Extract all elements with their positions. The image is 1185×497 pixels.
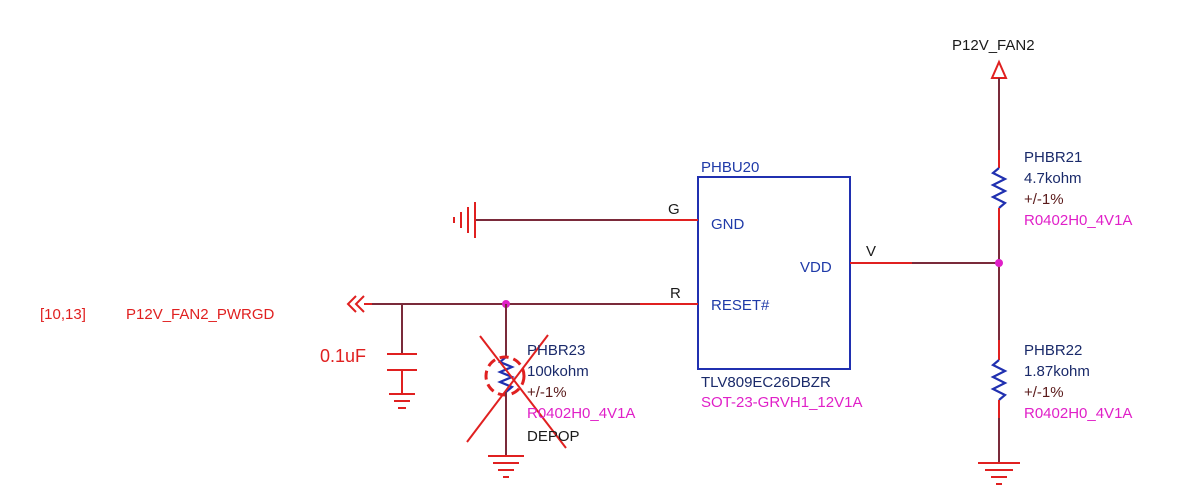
offpage-arrow-icon: [346, 295, 357, 313]
phbr23-status: DEPOP: [527, 428, 580, 445]
power-flag: P12V_FAN2: [952, 37, 1035, 150]
phbr22-footprint: R0402H0_4V1A: [1024, 405, 1132, 422]
phbr21-tolerance: +/-1%: [1024, 191, 1064, 208]
vdd-net-name: V: [866, 243, 876, 260]
ground-icon: [978, 462, 1020, 485]
resistor-phbr21: PHBR21 4.7kohm +/-1% R0402H0_4V1A: [990, 149, 1132, 230]
offpage-connector: [10,13] P12V_FAN2_PWRGD: [40, 295, 372, 323]
junction-dot: [995, 259, 1003, 267]
power-arrow-icon: [990, 59, 1008, 79]
ic-part-number: TLV809EC26DBZR: [701, 374, 831, 391]
reset-net-name: R: [670, 285, 681, 302]
phbr21-footprint: R0402H0_4V1A: [1024, 212, 1132, 229]
phbr23-tolerance: +/-1%: [527, 384, 567, 401]
capacitor-value: 0.1uF: [320, 346, 366, 366]
phbr22-tolerance: +/-1%: [1024, 384, 1064, 401]
gnd-net-name: G: [668, 201, 680, 218]
resistor-phbr23: PHBR23 100kohm +/-1% R0402H0_4V1A DEPOP: [466, 304, 635, 478]
ic-refdes: PHBU20: [701, 159, 759, 176]
phbr23-refdes: PHBR23: [527, 342, 585, 359]
phbr23-value: 100kohm: [527, 363, 589, 380]
resistor-icon: [990, 167, 1008, 209]
offpage-net-name: P12V_FAN2_PWRGD: [126, 306, 275, 323]
depop-circle-icon: [484, 355, 526, 397]
resistor-icon: [990, 359, 1008, 401]
pin-gnd-label: GND: [711, 216, 745, 233]
ic-phbu20: PHBU20 GND RESET# VDD TLV809EC26DBZR SOT…: [697, 159, 862, 411]
power-net-label: P12V_FAN2: [952, 37, 1035, 54]
resistor-phbr22: PHBR22 1.87kohm +/-1% R0402H0_4V1A: [990, 340, 1132, 422]
offpage-page-ref: [10,13]: [40, 306, 86, 323]
depop-cross-icon: [466, 334, 549, 443]
ic-footprint: SOT-23-GRVH1_12V1A: [701, 394, 862, 411]
ic-body: [697, 176, 851, 370]
pin-vdd-label: VDD: [800, 259, 832, 276]
phbr22-value: 1.87kohm: [1024, 363, 1090, 380]
capacitor: 0.1uF: [320, 304, 417, 409]
phbr22-refdes: PHBR22: [1024, 342, 1082, 359]
phbr23-footprint: R0402H0_4V1A: [527, 405, 635, 422]
pin-reset-label: RESET#: [711, 297, 770, 314]
ground-icon: [453, 202, 476, 238]
phbr21-refdes: PHBR21: [1024, 149, 1082, 166]
phbr21-value: 4.7kohm: [1024, 170, 1082, 187]
